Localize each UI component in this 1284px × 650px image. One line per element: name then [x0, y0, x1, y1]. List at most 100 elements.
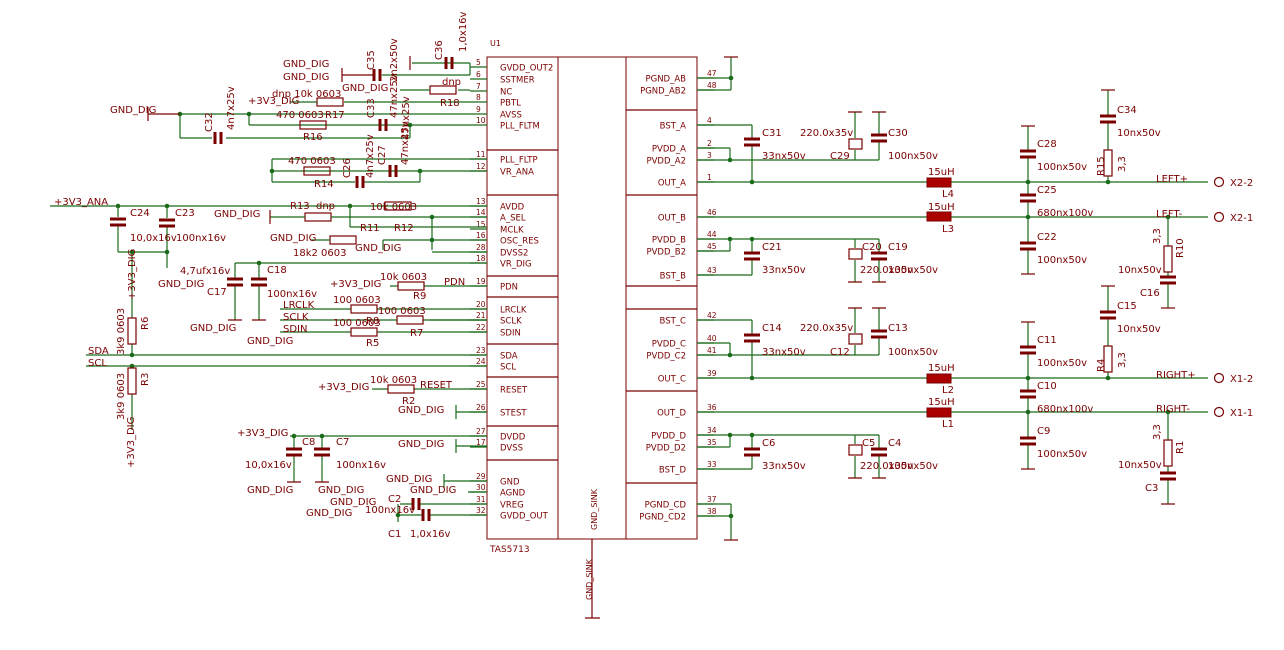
c4-ref: C4: [888, 438, 901, 449]
chip-pin-number: 34: [707, 426, 717, 435]
c7-value: 100nx16v: [336, 460, 386, 471]
c13-ref: C13: [888, 323, 908, 334]
r7-value: 100 0603: [378, 306, 426, 317]
gnd-sink-wire: [585, 539, 600, 619]
chip-pin-number: 16: [476, 231, 486, 240]
c24-value: 10,0x16v: [130, 233, 177, 244]
net-gnd-dig-14: GND_DIG: [318, 485, 364, 496]
chip-pin-name: MCLK: [500, 226, 524, 236]
c34-value: 10nx50v: [1117, 128, 1161, 139]
r16-ref: R16: [303, 132, 323, 143]
r11-ref: R11: [360, 223, 380, 234]
chip-pin-name: OUT_A: [658, 179, 686, 189]
c36-value: 1,0x16v: [458, 11, 469, 52]
chip-pin-name: SSTMER: [500, 76, 535, 86]
chip-pin-name: PVDD_B2: [646, 248, 686, 258]
chip-pin-number: 30: [476, 483, 486, 492]
c16-value: 10nx50v: [1118, 265, 1162, 276]
r7-ref: R7: [410, 328, 423, 339]
c17-ref: C17: [207, 287, 227, 298]
chip-pin-name: OUT_B: [658, 214, 686, 224]
chip-pin-name: PVDD_D2: [646, 444, 686, 454]
chip-pin-number: 40: [707, 334, 717, 343]
c36-ref: C36: [434, 40, 445, 60]
c19-value: 100nx50v: [888, 265, 938, 276]
c27-ref: C27: [377, 145, 388, 165]
chip-pin-name: BST_A: [660, 122, 687, 132]
chip-pin-number: 6: [476, 70, 481, 79]
r9-value: 10k 0603: [380, 272, 427, 283]
chip-pin-number: 26: [476, 403, 486, 412]
net-pdn: PDN: [444, 277, 465, 288]
chip-pin-name: SCL: [500, 363, 516, 373]
c29-value: 220.0x35v: [800, 128, 853, 139]
c11-value: 100nx50v: [1037, 358, 1087, 369]
c35-ref: C35: [366, 50, 377, 70]
chip-pin-number: 45: [707, 242, 717, 251]
chip-left-pins: GVDD_OUT25SSTMER6NC7PBTL8AVSS9PLL_FLTM10…: [470, 58, 553, 522]
c19-ref: C19: [888, 242, 908, 253]
right-side-wiring: [697, 56, 1225, 541]
chip-pin-name: OUT_C: [658, 375, 686, 385]
chip-pin-number: 13: [476, 197, 486, 206]
chip-right-body: [625, 56, 698, 540]
chip-pin-number: 33: [707, 460, 717, 469]
c2-value: 100nx16v: [365, 505, 415, 516]
c12-value: 220.0x35v: [800, 323, 853, 334]
chip-pin-number: 3: [707, 151, 712, 160]
c23-ref: C23: [175, 208, 195, 219]
net-gnd-dig-18: GND_DIG: [306, 508, 352, 519]
chip-pin-name: PVDD_C2: [646, 352, 686, 362]
chip-pin-number: 48: [707, 81, 717, 90]
c29-ref: C29: [830, 151, 850, 162]
chip-center-body: [557, 56, 627, 540]
chip-pin-name: PVDD_C: [652, 340, 686, 350]
r6-ref: R6: [140, 317, 151, 330]
r17-value: dnp 10k 0603: [272, 89, 341, 100]
chip-pin-name: BST_D: [659, 466, 687, 476]
l3-ref: L3: [942, 224, 954, 235]
c8-ref: C8: [302, 437, 315, 448]
chip-pin-number: 20: [476, 300, 486, 309]
net-reset: RESET: [420, 380, 453, 391]
chip-pin-number: 42: [707, 311, 717, 320]
l2-ref: L2: [942, 385, 954, 396]
c2-ref: C2: [388, 494, 401, 505]
chip-pin-name: OUT_D: [657, 409, 686, 419]
chip-pin-number: 10: [476, 116, 486, 125]
net-3v3-dig-2: +3V3_DIG: [330, 279, 381, 290]
c7-ref: C7: [336, 437, 349, 448]
chip-left-separators: [487, 149, 558, 461]
net-gnd-dig-13: GND_DIG: [247, 485, 293, 496]
r10-value: 3,3: [1152, 228, 1163, 244]
chip-pin-name: AVSS: [500, 111, 522, 121]
c31-value: 33nx50v: [762, 151, 806, 162]
c34b-value: 47nx25v: [401, 96, 412, 140]
c17-value: 4,7ufx16v: [180, 266, 230, 277]
chip-pin-name: PLL_FLTP: [500, 156, 538, 166]
left-side-wiring: [50, 56, 487, 522]
l1-ref: L1: [942, 419, 954, 430]
r4-ref: R4: [1096, 359, 1107, 372]
chip-pin-name: AVDD: [500, 203, 525, 213]
chip-pin-number: 39: [707, 369, 717, 378]
c13-value: 100nx50v: [888, 347, 938, 358]
chip-pin-number: 47: [707, 69, 717, 78]
c9-ref: C9: [1037, 426, 1050, 437]
r16b-value: 18k2 0603: [293, 248, 347, 259]
chip-pin-name: A_SEL: [500, 214, 526, 224]
r13-ref: R13: [290, 201, 310, 212]
r14-ref: R14: [314, 179, 334, 190]
net-gnd-dig-1: GND_DIG: [283, 59, 329, 70]
chip-pin-name: STEST: [500, 409, 527, 419]
chip-pin-name: VR_ANA: [500, 168, 534, 178]
chip-pin-name: PVDD_A: [652, 145, 686, 155]
net-gnd-dig-6: GND_DIG: [270, 233, 316, 244]
net-3v3-dig-4: +3V3_DIG: [237, 428, 288, 439]
c22-ref: C22: [1037, 232, 1057, 243]
c5-ref: C5: [862, 438, 875, 449]
c16-ref: C16: [1140, 288, 1160, 299]
chip-pin-number: 22: [476, 323, 486, 332]
chip-pin-number: 1: [707, 173, 712, 182]
